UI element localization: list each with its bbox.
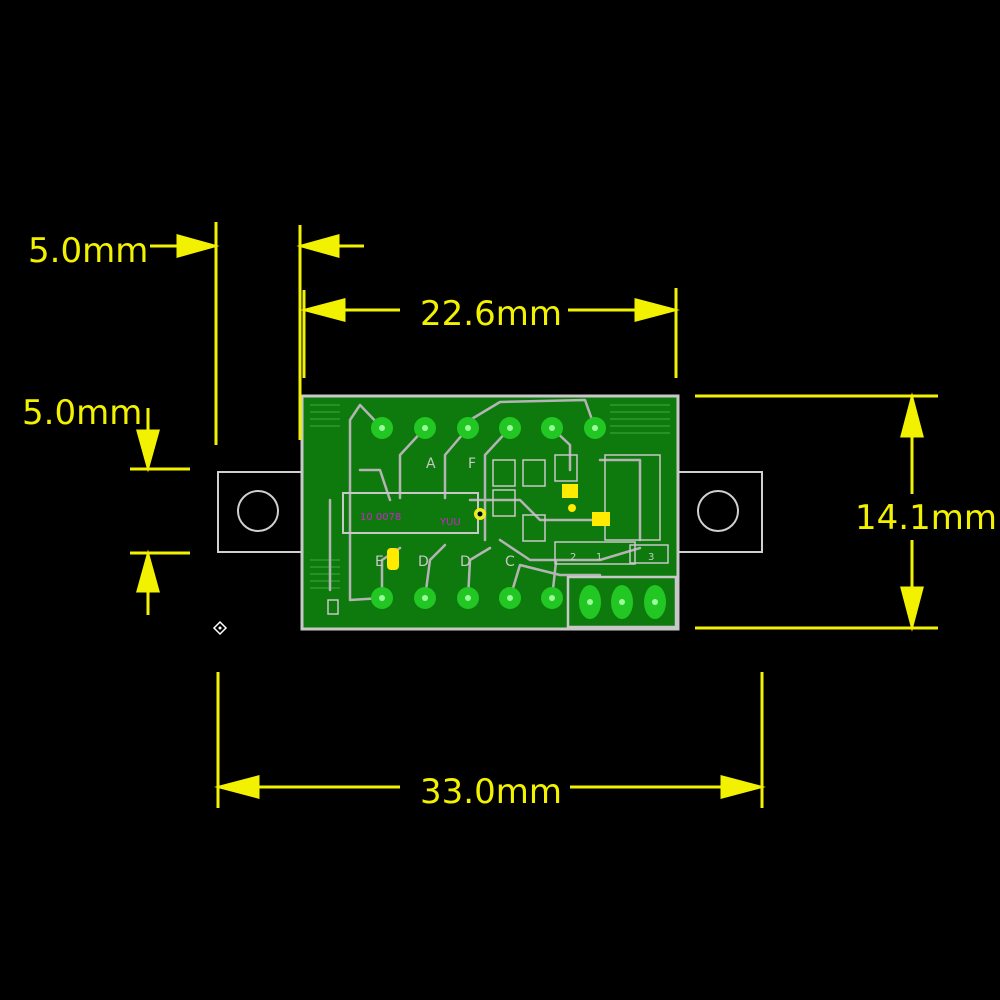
dimension-label-left-tab-width: 5.0mm	[28, 231, 148, 271]
silk-label-f: F	[468, 456, 476, 472]
mounting-hole-icon	[237, 490, 279, 532]
mounting-hole-icon	[697, 490, 739, 532]
right-mounting-tab	[675, 471, 763, 553]
silk-label-c: C	[505, 554, 515, 570]
silk-label-d2: D	[460, 554, 471, 570]
dimension-label-board-height: 14.1mm	[855, 498, 997, 538]
svg-text:10 0078: 10 0078	[360, 512, 401, 523]
ground-fill-hatch	[310, 404, 670, 589]
connector-label-1: 1	[596, 552, 602, 563]
pad-holes	[379, 425, 598, 601]
silk-label-d1: D	[418, 554, 429, 570]
three-pin-connector	[566, 575, 678, 629]
dimension-labels: 5.0mm 22.6mm 5.0mm 14.1mm 33.0mm	[22, 231, 997, 812]
dimension-label-overall-width: 33.0mm	[420, 772, 562, 812]
silk-label-a: A	[426, 456, 436, 472]
origin-marker-icon	[212, 620, 228, 636]
left-mounting-tab	[217, 471, 305, 553]
svg-text:YUU: YUU	[439, 517, 461, 528]
connector-label-3: 3	[648, 552, 654, 563]
silkscreen-labels: A F E D D C 2 1 3	[375, 456, 654, 570]
dimension-label-board-width: 22.6mm	[420, 294, 562, 334]
dimension-label-tab-height: 5.0mm	[22, 393, 142, 433]
dimension-lines	[130, 222, 938, 808]
pcb-board: 10 0078 YUU A F E D D	[300, 394, 680, 631]
smd-components	[327, 454, 669, 615]
pcb-traces	[328, 398, 642, 602]
connector-label-2: 2	[570, 552, 576, 563]
silk-label-e: E	[375, 554, 384, 570]
